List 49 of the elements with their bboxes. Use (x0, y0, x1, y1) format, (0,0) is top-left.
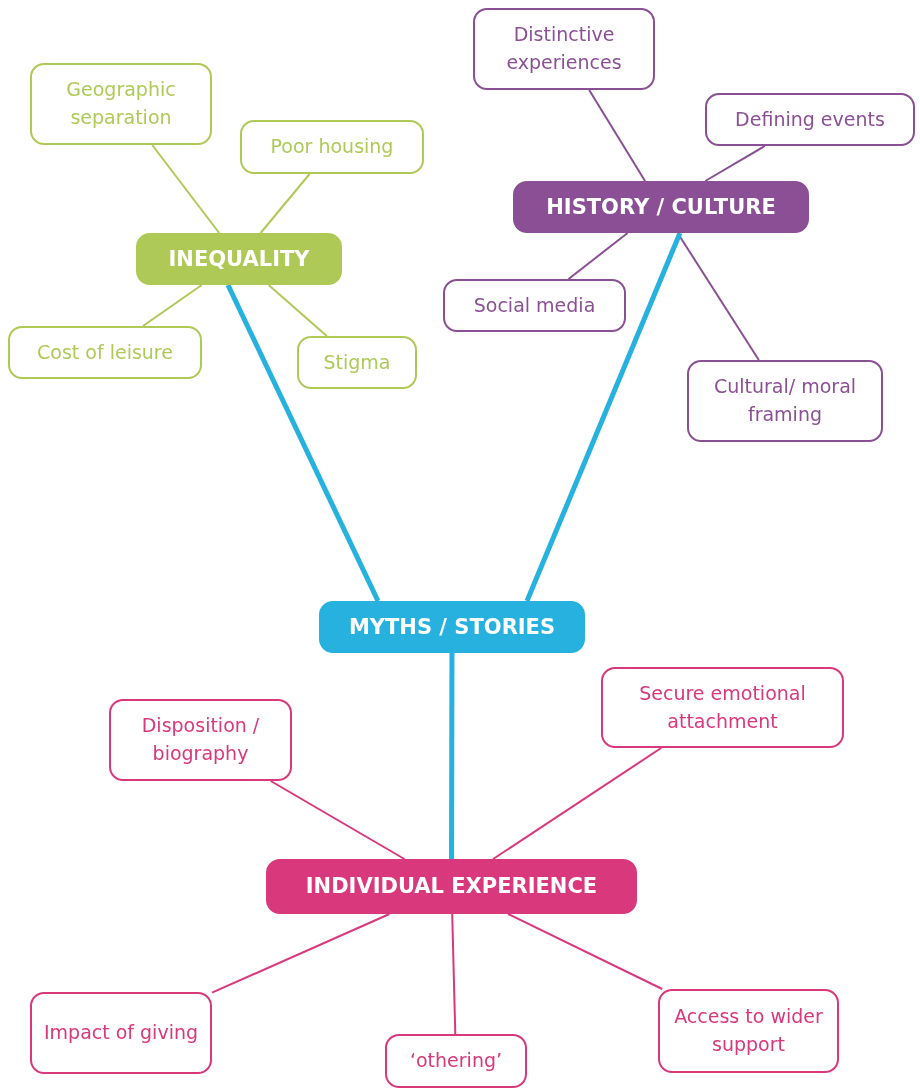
topic-box (109, 699, 292, 781)
topic-box (385, 1034, 527, 1088)
node-label: Poor housing (270, 134, 394, 160)
connector-line (225, 283, 381, 603)
hub-box (136, 233, 342, 285)
connector-line (567, 232, 629, 280)
node-label: INDIVIDUAL EXPERIENCE (305, 873, 598, 901)
topic-box (601, 667, 844, 748)
hub-box (319, 601, 585, 653)
node-label: HISTORY / CULTURE (546, 193, 776, 221)
topic-box (297, 336, 417, 389)
topic-box (473, 8, 655, 90)
connector-line (267, 284, 328, 337)
topic-box (658, 989, 839, 1073)
hub-box (266, 859, 637, 914)
node-label: Defining events (735, 106, 885, 132)
node-label: Geographic separation (65, 77, 177, 130)
node-label: Cultural/ moral framing (712, 374, 858, 427)
node-label: Distinctive experiences (505, 22, 623, 75)
node-label: INEQUALITY (168, 245, 310, 273)
topic-box (8, 326, 202, 379)
connector-line (259, 173, 311, 234)
node-label: Social media (473, 292, 596, 318)
connector-line (151, 144, 221, 234)
topic-box (30, 63, 212, 145)
connector-line (524, 232, 683, 602)
connector-line (451, 913, 457, 1035)
node-label: Secure emotional attachment (638, 680, 807, 734)
connector-line (507, 913, 664, 990)
node-label: Access to wider support (673, 1004, 824, 1057)
connector-line (704, 145, 766, 182)
topic-box (30, 992, 212, 1074)
topic-box (687, 360, 883, 442)
connector-line (142, 284, 203, 327)
topic-box (443, 279, 626, 332)
node-label: Impact of giving (43, 1020, 199, 1046)
connector-line (588, 89, 647, 182)
node-label: Stigma (323, 349, 391, 375)
hub-box (513, 181, 809, 233)
connector-line (492, 747, 663, 860)
node-label: ‘othering’ (409, 1048, 503, 1074)
topic-box (240, 120, 424, 174)
connector-line (449, 653, 455, 859)
node-label: Disposition / biography (140, 713, 261, 766)
topic-box (705, 93, 915, 146)
connector-line (211, 913, 391, 994)
connector-line (269, 780, 406, 860)
node-label: MYTHS / STORIES (348, 613, 556, 641)
node-label: Cost of leisure (37, 339, 173, 365)
